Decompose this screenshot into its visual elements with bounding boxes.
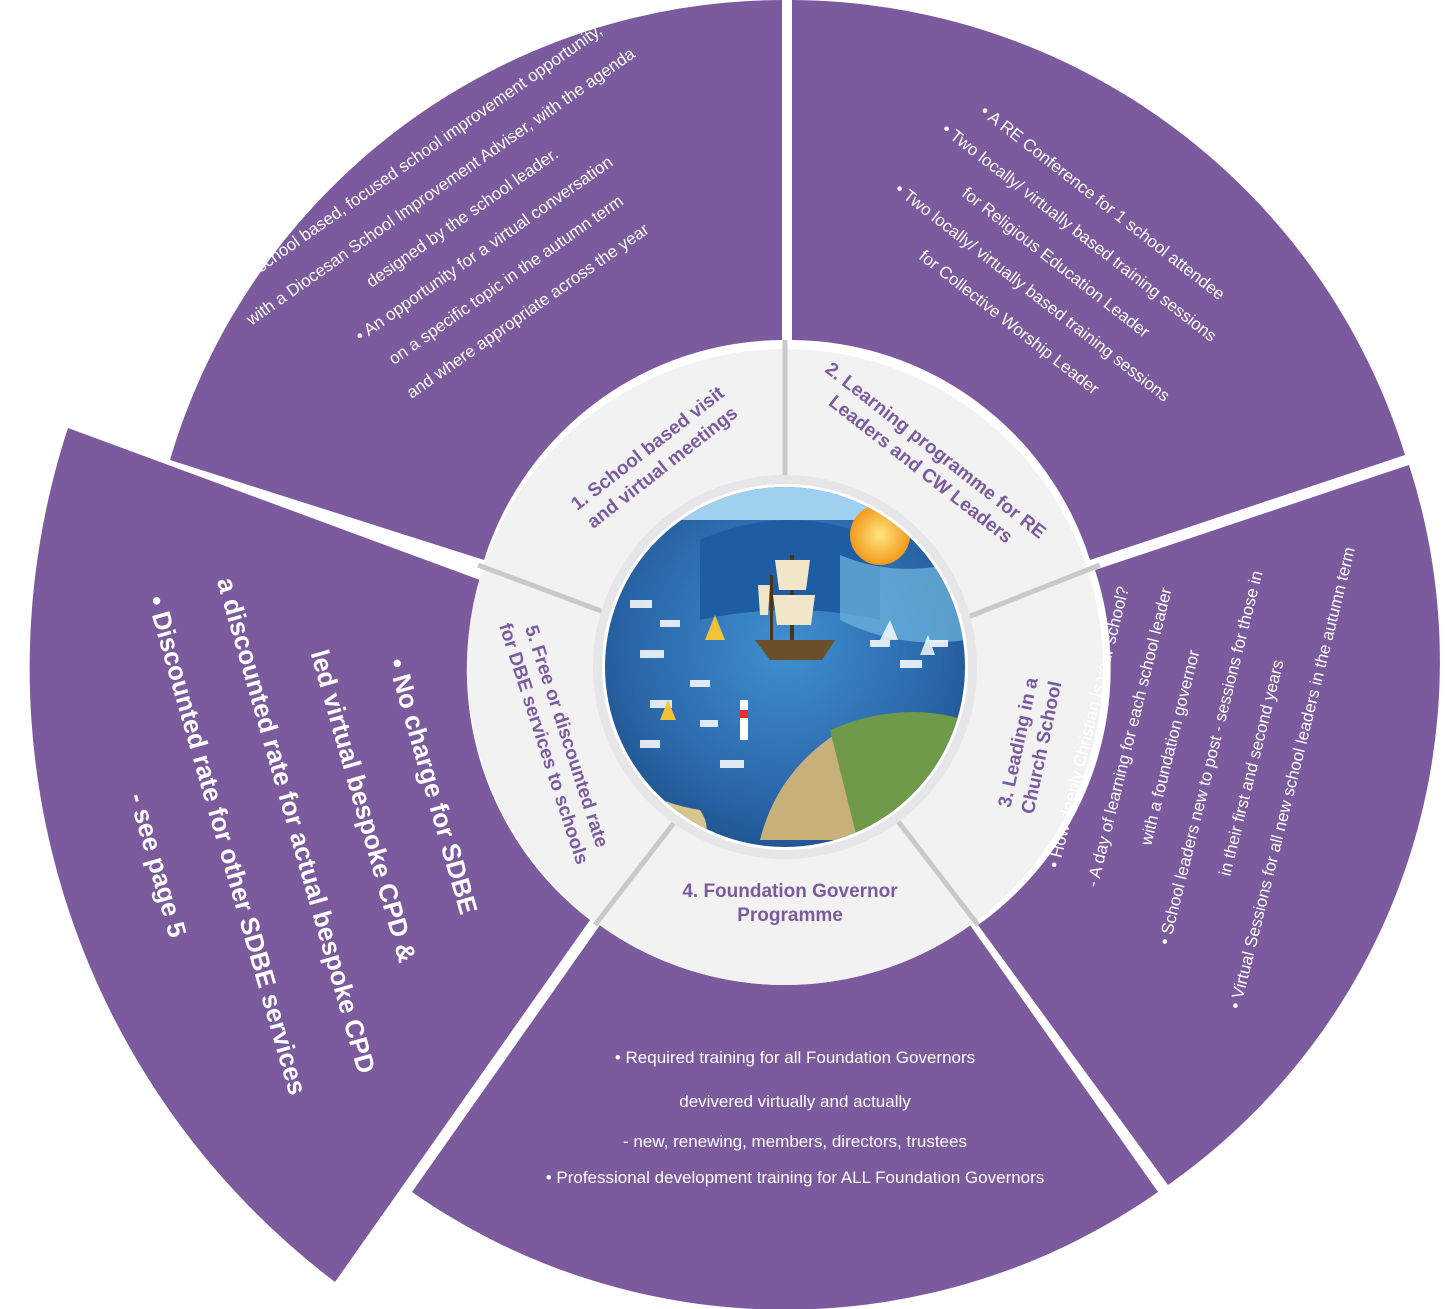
segment-1-background xyxy=(170,0,782,560)
svg-text:- new, renewing, members, dire: - new, renewing, members, directors, tru… xyxy=(623,1132,967,1151)
svg-text:• Professional development tra: • Professional development training for … xyxy=(546,1168,1045,1187)
segment-3-background xyxy=(978,465,1440,1185)
segment-4-bullets: • Required training for all Foundation G… xyxy=(546,1048,1045,1187)
segment-5-background xyxy=(29,428,591,1282)
svg-text:4. Foundation Governor: 4. Foundation Governor xyxy=(682,881,898,902)
ring-dividers xyxy=(477,340,1101,927)
svg-text:• Required training for all Fo: • Required training for all Foundation G… xyxy=(615,1048,975,1067)
segment-2-background xyxy=(792,0,1405,560)
svg-text:devivered virtually and actual: devivered virtually and actually xyxy=(679,1092,911,1111)
ship-icon xyxy=(755,555,835,660)
inner-title-4: 4. Foundation Governor Programme xyxy=(682,881,898,926)
svg-text:Programme: Programme xyxy=(737,905,843,926)
center-ship-painting xyxy=(593,475,977,859)
segment-4-background xyxy=(412,925,1158,1309)
